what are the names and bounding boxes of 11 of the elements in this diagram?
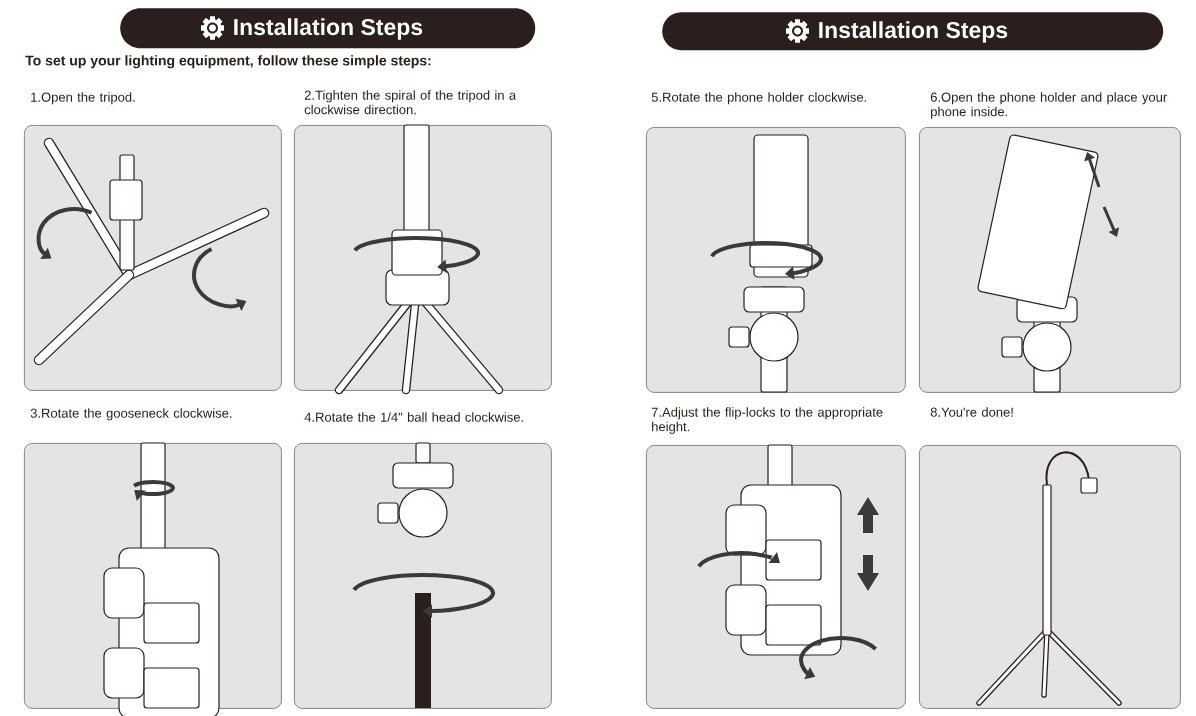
step-caption: 8.You're done! [930,407,1013,417]
step-caption: 5.Rotate the phone holder clockwise. [651,92,867,105]
subtitle: To set up your lighting equipment, follow these simple steps: [25,55,431,69]
step-caption: 3.Rotate the gooseneck clockwise. [30,408,232,421]
title-banner: Installation Steps [120,8,536,49]
step-caption: 1.Open the tripod. [31,92,135,105]
step-caption: 2.Tighten the spiral of the tripod in a clockwise direction. [304,90,517,115]
title-banner: Installation Steps [662,12,1164,51]
step-caption: 4.Rotate the 1/4" ball head clockwise. [304,412,523,422]
step-caption: 7.Adjust the flip-locks to the appropriate height. [651,407,883,434]
step-caption: 6.Open the phone holder and place your phone inside. [930,92,1167,119]
